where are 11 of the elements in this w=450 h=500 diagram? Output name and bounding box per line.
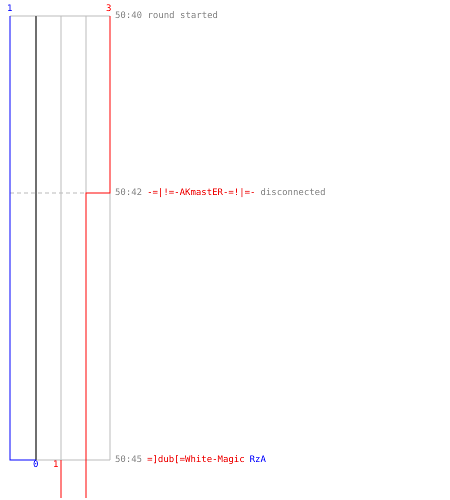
player-count: 1 [7, 4, 12, 14]
event-text: 50:40 round started [115, 11, 218, 21]
player-count: 3 [106, 4, 112, 14]
player-count: 0 [33, 460, 38, 470]
player-count: 1 [53, 460, 58, 470]
player-name: -=|!=-AKmastER-=!|=- [147, 188, 256, 198]
event-text: disconnected [260, 188, 326, 198]
timestamp: 50:42 [115, 188, 142, 198]
player-name: =]dub[=White-Magic [147, 455, 245, 465]
timestamp: 50:45 [115, 455, 142, 465]
player-name: RzA [250, 455, 266, 465]
